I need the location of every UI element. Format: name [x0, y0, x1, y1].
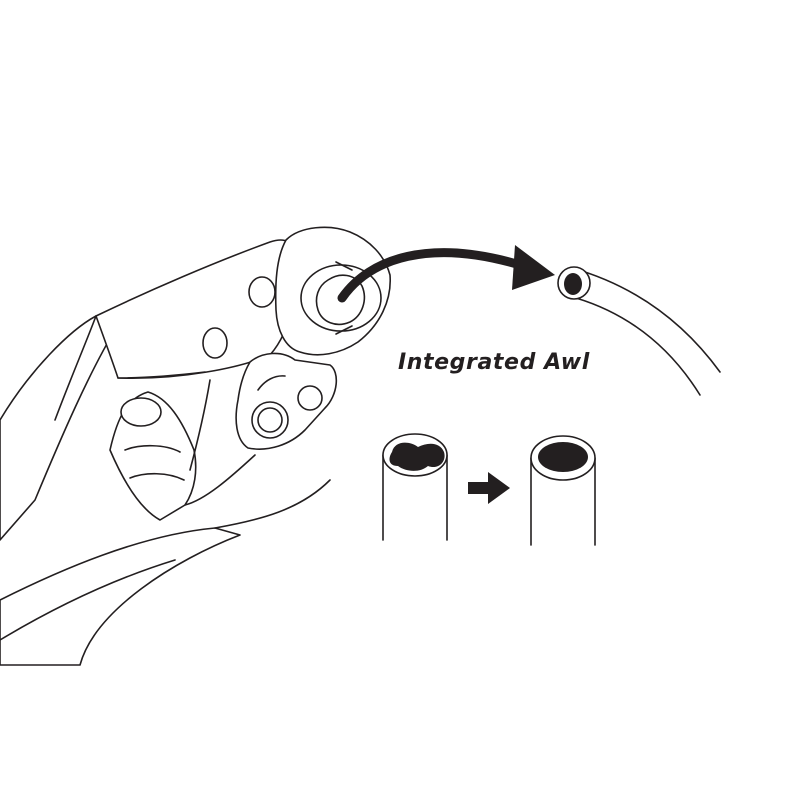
crushed-housing-end-icon [382, 433, 448, 541]
cable-cutter-pliers-icon [0, 226, 391, 666]
round-housing-end-icon [530, 435, 596, 546]
cable-housing-icon [557, 266, 721, 396]
right-arrow-icon [468, 472, 510, 504]
integrated-awl-caption: Integrated Awl [398, 350, 590, 375]
curved-arrow-icon [337, 245, 555, 303]
